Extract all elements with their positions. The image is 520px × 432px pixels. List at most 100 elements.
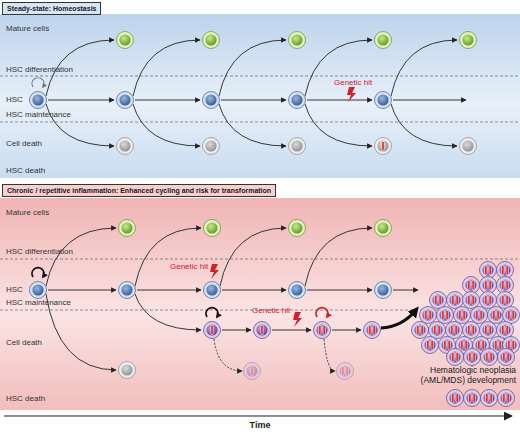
mutant-cell	[464, 349, 481, 366]
mutant-cell	[430, 292, 447, 309]
mutant-cell	[481, 390, 498, 407]
maintenance-arrow	[137, 290, 201, 291]
differentiation-arrow	[46, 40, 114, 96]
neoplasia-cluster	[412, 262, 520, 407]
mutant-cell	[447, 292, 464, 309]
mature-cell	[204, 220, 221, 237]
self-renewal-arrow	[206, 308, 218, 317]
hsc-cell	[375, 92, 392, 109]
maintenance-arrow	[221, 100, 286, 101]
mutant-cell	[480, 322, 497, 339]
mutant-cell	[480, 277, 497, 294]
mutant-cell	[497, 277, 514, 294]
mutant-cell	[473, 337, 490, 354]
clonal-arrow	[222, 330, 251, 331]
death-arrow	[305, 104, 372, 146]
death-arrow	[46, 294, 116, 370]
dead-cell	[460, 138, 477, 155]
mature-cell	[375, 220, 392, 237]
hsc-cell	[289, 92, 306, 109]
maintenance-arrow	[222, 290, 286, 291]
mutant-cell	[498, 390, 515, 407]
lightning-symbol	[293, 312, 302, 327]
maintenance-arrow	[307, 100, 372, 101]
hsc-cell	[375, 282, 392, 299]
mutant-cell	[481, 349, 498, 366]
mature-cell	[460, 32, 477, 49]
maintenance-arrow	[393, 290, 418, 291]
mature-cell	[289, 220, 306, 237]
mutation-arrow	[135, 294, 201, 330]
hsc-cell	[289, 282, 306, 299]
mutant-cell	[463, 277, 480, 294]
maintenance-arrow	[48, 100, 114, 101]
zone-divider	[0, 122, 520, 123]
mutant-cell	[420, 307, 437, 324]
mutant-cell	[437, 307, 454, 324]
mutant-cell	[446, 322, 463, 339]
mutant-cell	[497, 262, 514, 279]
self-renewal-arrow	[316, 308, 328, 317]
panel-heading: Steady-state: Homeostasis	[2, 2, 101, 15]
hsc-cell	[30, 282, 47, 299]
hsc-cell	[203, 92, 220, 109]
dying-mutant-cell	[337, 363, 354, 380]
death-arrow	[219, 104, 286, 146]
dead-mutant-cell	[375, 138, 392, 155]
mutant-cell	[464, 390, 481, 407]
differentiation-arrow	[219, 40, 286, 96]
dead-cell	[117, 138, 134, 155]
mutant-cell	[503, 307, 520, 324]
mutant-cell	[447, 349, 464, 366]
maintenance-arrow	[135, 100, 200, 101]
zone-divider	[0, 259, 520, 260]
differentiation-arrow	[46, 228, 116, 286]
mutant-cell	[463, 322, 480, 339]
dying-mutant-cell	[244, 363, 261, 380]
panel-band: Chronic / repetitive inflammation: Enhan…	[0, 198, 520, 410]
death-arrow	[391, 104, 457, 146]
differentiation-arrow	[305, 228, 372, 286]
mutant-cell	[503, 337, 520, 354]
mutant-cell	[429, 322, 446, 339]
expansion-arrow	[381, 310, 416, 328]
mutant-cell	[412, 322, 429, 339]
differentiation-arrow	[391, 40, 457, 96]
mutant-cell	[454, 307, 471, 324]
mutant-cell	[314, 322, 331, 339]
mutant-cell	[498, 349, 515, 366]
zone-divider	[0, 76, 520, 77]
mutant-cell	[497, 322, 514, 339]
mature-cell	[375, 32, 392, 49]
clonal-arrow	[272, 330, 311, 331]
maintenance-arrow	[48, 290, 116, 291]
death-arrow	[214, 339, 242, 371]
mutant-cell	[204, 322, 221, 339]
panel-heading: Chronic / repetitive inflammation: Enhan…	[2, 184, 276, 197]
death-arrow	[46, 104, 114, 146]
differentiation-arrow	[305, 40, 372, 96]
clonal-arrow	[332, 330, 361, 331]
hsc-cell	[119, 282, 136, 299]
mutant-cell	[447, 390, 464, 407]
maintenance-arrow	[307, 290, 372, 291]
mutant-cell	[488, 307, 505, 324]
mutant-cell	[490, 337, 507, 354]
axis-label: Time	[220, 420, 300, 430]
mature-cell	[203, 32, 220, 49]
mutant-cell	[439, 337, 456, 354]
mutant-cell	[364, 322, 381, 339]
mutant-cell	[456, 337, 473, 354]
maintenance-arrow	[393, 100, 466, 101]
dead-cell	[289, 138, 306, 155]
hsc-cell	[30, 92, 47, 109]
hsc-cell	[117, 92, 134, 109]
mutant-cell	[480, 262, 497, 279]
mutant-cell	[480, 292, 497, 309]
differentiation-arrow	[133, 40, 200, 96]
hsc-cell	[204, 282, 221, 299]
mutant-cell	[254, 322, 271, 339]
differentiation-arrow	[135, 228, 201, 286]
mutant-cell	[497, 292, 514, 309]
self-renewal-arrow	[32, 78, 44, 87]
